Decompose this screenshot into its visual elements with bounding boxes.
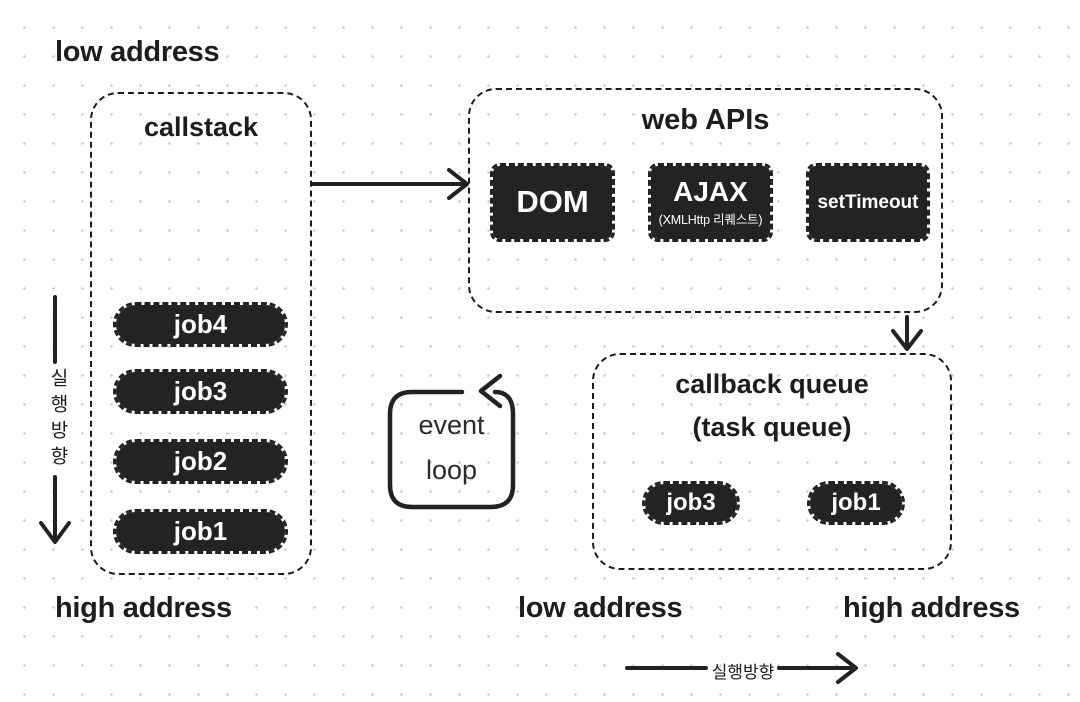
label-high-address-bottom-left: high address bbox=[55, 592, 232, 624]
event-loop-label: event loop bbox=[390, 403, 513, 493]
label-low-address-top: low address bbox=[55, 36, 220, 68]
arrow-callstack-to-webapis bbox=[310, 168, 469, 200]
arrow-exec-direction-vertical bbox=[39, 295, 71, 544]
callback-queue-job-3: job3 bbox=[642, 481, 740, 525]
web-api-ajax-label: AJAX bbox=[673, 176, 748, 208]
exec-direction-vertical-label: 실행방향 bbox=[47, 368, 68, 472]
event-loop-label-line2: loop bbox=[425, 455, 478, 485]
event-loop-label-line1: event bbox=[418, 410, 485, 440]
callstack-job-3: job3 bbox=[113, 369, 288, 414]
callstack-job-4: job4 bbox=[113, 302, 288, 347]
callstack-title: callstack bbox=[143, 112, 259, 142]
web-api-dom: DOM bbox=[490, 163, 615, 242]
callback-queue-box bbox=[592, 353, 952, 570]
web-api-settimeout: setTimeout bbox=[806, 163, 930, 242]
web-apis-title: web APIs bbox=[641, 104, 770, 136]
web-api-ajax-sublabel: (XMLHttp 리퀘스트) bbox=[658, 212, 763, 227]
web-api-ajax: AJAX (XMLHttp 리퀘스트) bbox=[648, 163, 773, 242]
callback-queue-job-1: job1 bbox=[807, 481, 905, 525]
web-api-dom-label: DOM bbox=[516, 184, 589, 220]
callstack-box bbox=[90, 92, 312, 575]
callback-queue-subtitle: (task queue) bbox=[692, 412, 852, 442]
arrow-webapis-to-queue bbox=[891, 315, 923, 351]
callstack-job-1: job1 bbox=[113, 509, 288, 554]
label-high-address-bottom-right: high address bbox=[843, 592, 1020, 624]
callback-queue-title: callback queue bbox=[675, 369, 869, 399]
callstack-job-2: job2 bbox=[113, 439, 288, 484]
web-apis-box bbox=[468, 88, 943, 313]
event-loop-arrow bbox=[387, 373, 516, 510]
label-low-address-bottom: low address bbox=[518, 592, 683, 624]
arrow-exec-direction-horizontal bbox=[625, 652, 858, 684]
web-api-settimeout-label: setTimeout bbox=[817, 191, 919, 213]
exec-direction-horizontal-label: 실행방향 bbox=[711, 663, 775, 682]
